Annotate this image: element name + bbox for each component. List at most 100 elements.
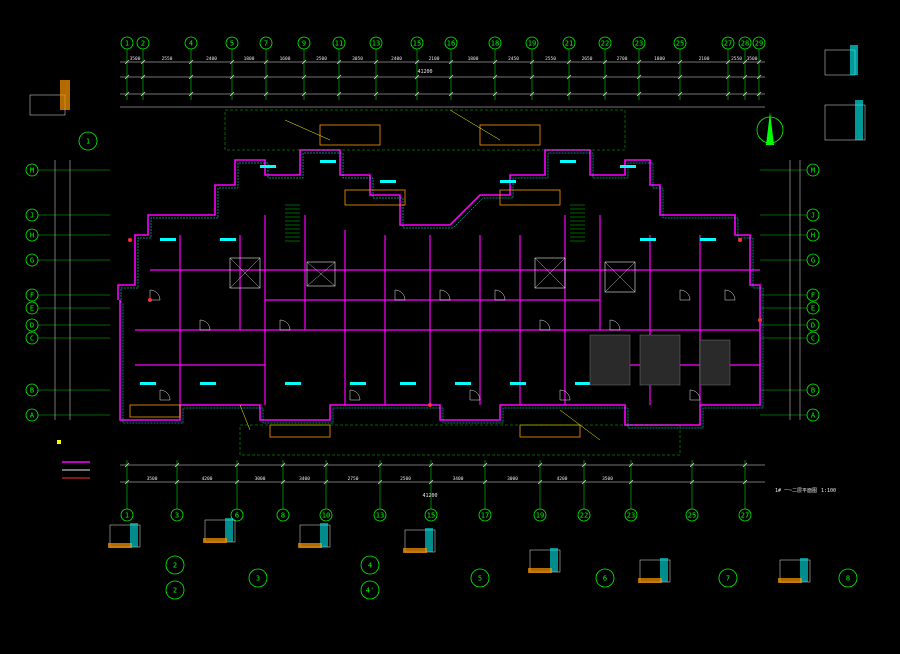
svg-text:8: 8 [281,512,285,520]
dimension-tick [336,74,342,80]
dimension-tick [174,479,180,485]
elevator-cross [534,257,566,289]
top-dimension-value: 2450 [508,56,519,62]
dimension-tick [124,91,130,97]
top-axis-bubble: 11 [332,36,346,50]
dimension-tick [725,59,731,65]
dimension-tick [373,59,379,65]
top-dimension-value: 1800 [244,56,255,62]
top-axis-bubble: 16 [444,36,458,50]
top-axis-bubble: 23 [632,36,646,50]
window-symbol [620,165,636,168]
bottom-axis-bubble: 23 [624,508,638,522]
door-swing [394,289,406,301]
bottom-axis-bubble: 22 [577,508,591,522]
detail-section-fill [778,578,802,583]
detail-section-fill [203,538,227,543]
dimension-tick [581,479,587,485]
balcony-outline [519,424,581,438]
wall-insulation-line [120,152,764,429]
dimension-tick [482,462,488,468]
top-dimension-value: 3500 [747,56,758,62]
roof-outline [224,109,626,151]
detail-number-bubble: 8 [838,568,858,588]
dimension-tick [742,59,748,65]
dimension-tick [529,59,535,65]
svg-text:J: J [811,212,815,220]
dimension-tick [373,74,379,80]
detail-section-fill [403,548,427,553]
window-symbol [350,382,366,385]
bottom-dimension-value: 3500 [147,476,158,482]
dimension-tick [280,462,286,468]
dimension-tick [263,74,269,80]
svg-text:23: 23 [635,40,643,48]
left-axis-bubble: A [25,408,39,422]
window-symbol [575,382,591,385]
dimension-tick [124,74,130,80]
top-dimension-value: 2550 [545,56,556,62]
svg-text:8: 8 [846,575,850,583]
detail-section-fill [855,100,863,140]
svg-text:G: G [811,257,815,265]
bottom-dimension-value: 3500 [602,476,613,482]
svg-text:10: 10 [322,512,330,520]
dimension-tick [140,91,146,97]
dimension-tick [414,91,420,97]
bottom-axis-bubble: 10 [319,508,333,522]
right-axis-bubble: C [806,331,820,345]
svg-text:19: 19 [536,512,544,520]
detail-section-fill [425,528,433,552]
door-swing [159,389,171,401]
door-swing [559,389,571,401]
top-axis-bubble: 22 [598,36,612,50]
top-axis-bubble: 28 [738,36,752,50]
detail-section-fill [298,543,322,548]
dimension-tick [677,91,683,97]
left-axis-bubble: J [25,208,39,222]
svg-text:D: D [30,322,34,330]
window-symbol [500,180,516,183]
bottom-axis-bubble: 27 [738,508,752,522]
dimension-tick [725,74,731,80]
svg-text:15: 15 [413,40,421,48]
dimension-tick [492,74,498,80]
top-dimension-value: 2550 [731,56,742,62]
svg-text:28: 28 [741,40,749,48]
window-symbol [260,165,276,168]
top-dimension-value: 2650 [582,56,593,62]
window-symbol [380,180,396,183]
top-axis-bubble: 2 [136,36,150,50]
svg-text:J: J [30,212,34,220]
left-axis-bubble: M [25,163,39,177]
top-dimension-value: 2400 [391,56,402,62]
door-swing [439,289,451,301]
svg-text:25: 25 [688,512,696,520]
dimension-tick [756,91,762,97]
top-dimension-value: 2550 [162,56,173,62]
svg-text:E: E [30,305,34,313]
top-dimension-value: 1800 [468,56,479,62]
svg-text:22: 22 [601,40,609,48]
dimension-tick [602,74,608,80]
svg-text:B: B [811,387,815,395]
svg-text:1: 1 [125,40,129,48]
svg-text:7: 7 [264,40,268,48]
svg-text:H: H [811,232,815,240]
door-swing [199,319,211,331]
dimension-tick [323,462,329,468]
right-axis-bubble: B [806,383,820,397]
svg-text:B: B [30,387,34,395]
svg-text:11: 11 [335,40,343,48]
svg-text:18: 18 [491,40,499,48]
svg-text:19: 19 [528,40,536,48]
detail-number-bubble: 2 [165,555,185,575]
dimension-tick [301,74,307,80]
svg-text:25: 25 [676,40,684,48]
window-symbol [700,238,716,241]
exterior-wall-outline [117,149,761,426]
detail-number-bubble: 3 [248,568,268,588]
furniture-block [589,334,631,386]
